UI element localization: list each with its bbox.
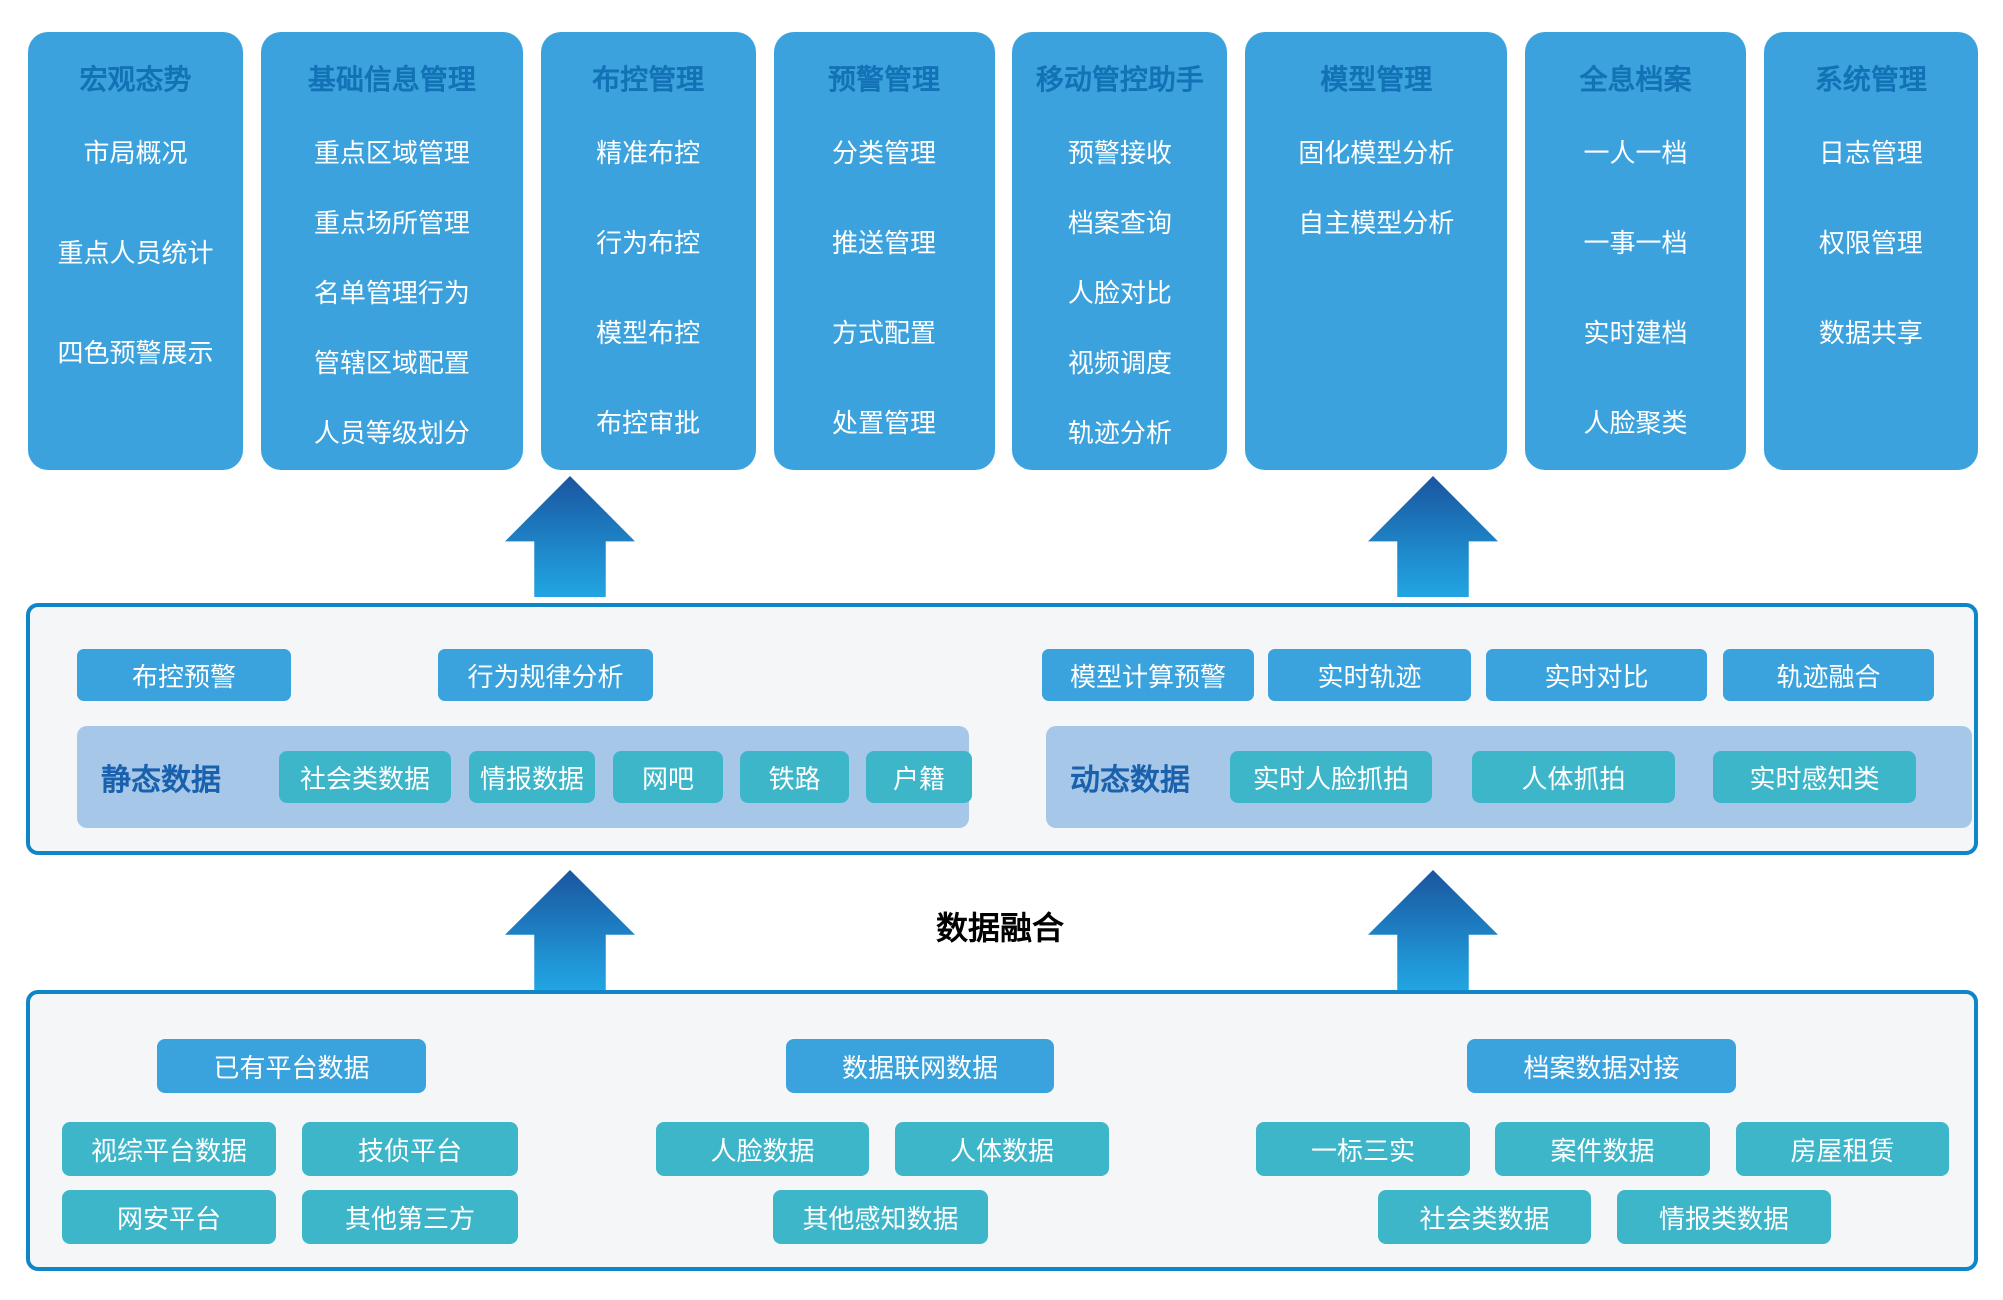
module-item: 档案查询 <box>1067 208 1172 238</box>
module-column-warning: 预警管理 分类管理 推送管理 方式配置 处置管理 <box>773 32 995 470</box>
column-title: 预警管理 <box>828 64 941 95</box>
module-item: 四色预警展示 <box>57 338 214 368</box>
module-item: 重点人员统计 <box>57 238 214 268</box>
source-chip: 人体数据 <box>895 1122 1109 1176</box>
column-title: 宏观态势 <box>79 64 192 95</box>
module-item: 方式配置 <box>832 318 937 348</box>
data-source-panel: 已有平台数据 视综平台数据 技侦平台 网安平台 其他第三方 数据联网数据 人脸数… <box>26 990 1978 1271</box>
module-item: 处置管理 <box>832 408 937 438</box>
module-item: 轨迹分析 <box>1067 418 1172 448</box>
module-column-holographic-archive: 全息档案 一人一档 一事一档 实时建档 人脸聚类 <box>1525 32 1747 470</box>
module-column-mobile-assistant: 移动管控助手 预警接收 档案查询 人脸对比 视频调度 轨迹分析 <box>1012 32 1228 470</box>
source-group-header: 已有平台数据 <box>157 1039 426 1093</box>
module-item: 预警接收 <box>1067 138 1172 168</box>
dynamic-data-band: 动态数据 实时人脸抓拍 人体抓拍 实时感知类 <box>1046 726 1972 828</box>
band-label: 动态数据 <box>1070 764 1190 797</box>
analysis-button: 布控预警 <box>77 649 291 701</box>
source-group-header: 档案数据对接 <box>1467 1039 1736 1093</box>
module-item: 自主模型分析 <box>1298 208 1455 238</box>
data-chip: 实时感知类 <box>1713 751 1916 803</box>
module-item: 日志管理 <box>1818 138 1923 168</box>
data-chip: 铁路 <box>740 751 849 803</box>
module-item: 一人一档 <box>1583 138 1688 168</box>
module-item: 固化模型分析 <box>1298 138 1455 168</box>
source-group-header: 数据联网数据 <box>786 1039 1054 1093</box>
module-item: 数据共享 <box>1818 318 1923 348</box>
analysis-button: 轨迹融合 <box>1723 649 1934 701</box>
module-item: 一事一档 <box>1583 228 1688 258</box>
column-title: 全息档案 <box>1579 64 1692 95</box>
data-chip: 社会类数据 <box>279 751 451 803</box>
module-item: 推送管理 <box>832 228 937 258</box>
module-column-basic-info: 基础信息管理 重点区域管理 重点场所管理 名单管理行为 管辖区域配置 人员等级划… <box>260 32 523 470</box>
source-chip: 一标三实 <box>1256 1122 1470 1176</box>
module-columns-row: 宏观态势 市局概况 重点人员统计 四色预警展示 基础信息管理 重点区域管理 重点… <box>28 32 1978 470</box>
module-item: 人脸对比 <box>1067 278 1172 308</box>
analysis-button: 实时对比 <box>1486 649 1707 701</box>
band-label: 静态数据 <box>101 764 221 797</box>
up-arrow-icon <box>505 476 635 597</box>
module-item: 重点区域管理 <box>313 138 470 168</box>
column-title: 移动管控助手 <box>1035 64 1204 95</box>
source-chip: 人脸数据 <box>656 1122 869 1176</box>
column-title: 基础信息管理 <box>307 64 476 95</box>
column-title: 系统管理 <box>1814 64 1927 95</box>
data-fusion-label: 数据融合 <box>935 910 1064 946</box>
up-arrow-icon <box>505 870 635 990</box>
module-column-model: 模型管理 固化模型分析 自主模型分析 <box>1245 32 1508 470</box>
module-item: 人员等级划分 <box>313 418 470 448</box>
column-title: 布控管理 <box>592 64 705 95</box>
module-item: 权限管理 <box>1818 228 1923 258</box>
module-item: 重点场所管理 <box>313 208 470 238</box>
source-chip: 视综平台数据 <box>62 1122 276 1176</box>
data-chip: 人体抓拍 <box>1472 751 1675 803</box>
module-column-macro: 宏观态势 市局概况 重点人员统计 四色预警展示 <box>28 32 243 470</box>
analysis-button: 行为规律分析 <box>438 649 653 701</box>
module-item: 名单管理行为 <box>313 278 470 308</box>
analysis-button: 模型计算预警 <box>1042 649 1254 701</box>
static-data-band: 静态数据 社会类数据 情报数据 网吧 铁路 户籍 <box>77 726 972 828</box>
module-item: 布控审批 <box>596 408 701 438</box>
module-item: 分类管理 <box>832 138 937 168</box>
source-chip: 其他第三方 <box>302 1190 518 1244</box>
source-chip: 其他感知数据 <box>773 1190 988 1244</box>
source-chip: 社会类数据 <box>1378 1190 1591 1244</box>
up-arrow-icon <box>1368 870 1498 990</box>
column-title: 模型管理 <box>1320 64 1433 95</box>
module-item: 人脸聚类 <box>1583 408 1688 438</box>
module-column-system: 系统管理 日志管理 权限管理 数据共享 <box>1763 32 1978 470</box>
analysis-button: 实时轨迹 <box>1268 649 1471 701</box>
data-chip: 户籍 <box>866 751 972 803</box>
module-item: 管辖区域配置 <box>313 348 470 378</box>
module-item: 市局概况 <box>83 138 188 168</box>
source-chip: 网安平台 <box>62 1190 276 1244</box>
module-item: 模型布控 <box>596 318 701 348</box>
analysis-layer-panel: 布控预警 行为规律分析 模型计算预警 实时轨迹 实时对比 轨迹融合 静态数据 社… <box>26 603 1978 855</box>
data-chip: 情报数据 <box>469 751 595 803</box>
module-item: 行为布控 <box>596 228 701 258</box>
source-chip: 房屋租赁 <box>1736 1122 1949 1176</box>
data-chip: 实时人脸抓拍 <box>1230 751 1432 803</box>
module-item: 实时建档 <box>1583 318 1688 348</box>
source-chip: 案件数据 <box>1495 1122 1710 1176</box>
up-arrow-icon <box>1368 476 1498 597</box>
source-chip: 情报类数据 <box>1617 1190 1831 1244</box>
module-item: 精准布控 <box>596 138 701 168</box>
module-column-control: 布控管理 精准布控 行为布控 模型布控 布控审批 <box>540 32 756 470</box>
module-item: 视频调度 <box>1067 348 1172 378</box>
source-chip: 技侦平台 <box>302 1122 518 1176</box>
data-chip: 网吧 <box>613 751 723 803</box>
